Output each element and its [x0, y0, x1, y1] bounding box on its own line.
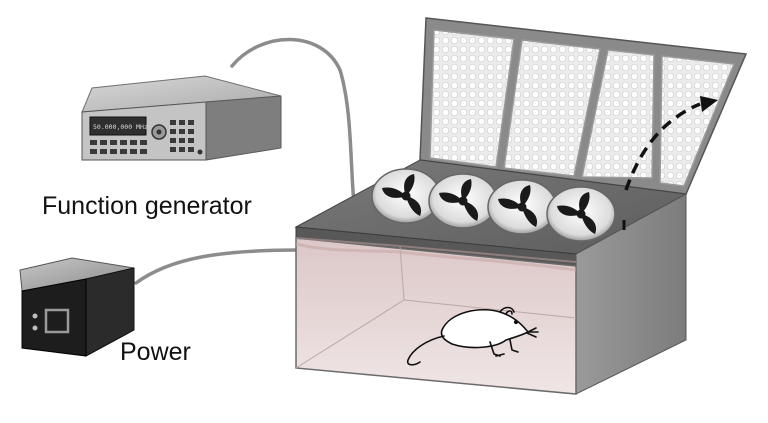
- animal-chamber: [295, 237, 577, 395]
- power-label: Power: [120, 338, 191, 366]
- cables: [134, 37, 356, 285]
- generator-display: [89, 116, 147, 136]
- fan-icon: [428, 173, 498, 229]
- led-panel-icon: [429, 29, 736, 187]
- fans: [371, 168, 616, 242]
- fan-icon: [371, 168, 441, 224]
- function-generator-icon: 50.000,000 MHz: [81, 75, 282, 161]
- function-generator-label: Function generator: [42, 192, 252, 220]
- open-arrow-icon: [622, 96, 718, 230]
- led-lid: [419, 17, 748, 195]
- fan-icon: [487, 179, 557, 235]
- power-supply-icon: [19, 257, 135, 357]
- power-switch: [44, 308, 70, 334]
- generator-buttons: [90, 120, 194, 154]
- cable-generator-to-box: [230, 37, 356, 206]
- generator-display-text: 50.000,000 MHz: [93, 123, 148, 131]
- cable-power-to-box: [134, 248, 302, 285]
- mouse-icon: [406, 306, 539, 366]
- fan-icon: [546, 186, 616, 242]
